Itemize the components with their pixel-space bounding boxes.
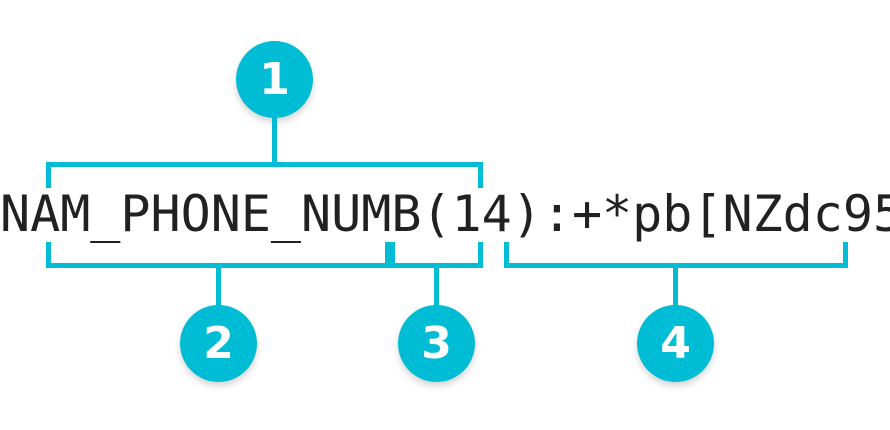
callout-badge-2-label: 2: [203, 317, 234, 369]
callout-badge-3-label: 3: [421, 317, 452, 369]
callout-connector-3: [434, 265, 439, 307]
callout-badge-4-label: 4: [660, 317, 691, 369]
callout-badge-1[interactable]: 1: [236, 41, 313, 118]
code-line: NAM_PHONE_NUMB(14):+*pb[NZdc95tLB: [0, 185, 890, 243]
callout-badge-1-label: 1: [259, 53, 290, 105]
callout-badge-2[interactable]: 2: [180, 305, 257, 382]
callout-connector-1: [272, 117, 277, 165]
bracket-full-key-value: [46, 162, 483, 188]
callout-badge-3[interactable]: 3: [398, 305, 475, 382]
callout-connector-2: [216, 265, 221, 307]
callout-badge-4[interactable]: 4: [637, 305, 714, 382]
callout-connector-4: [673, 265, 678, 307]
